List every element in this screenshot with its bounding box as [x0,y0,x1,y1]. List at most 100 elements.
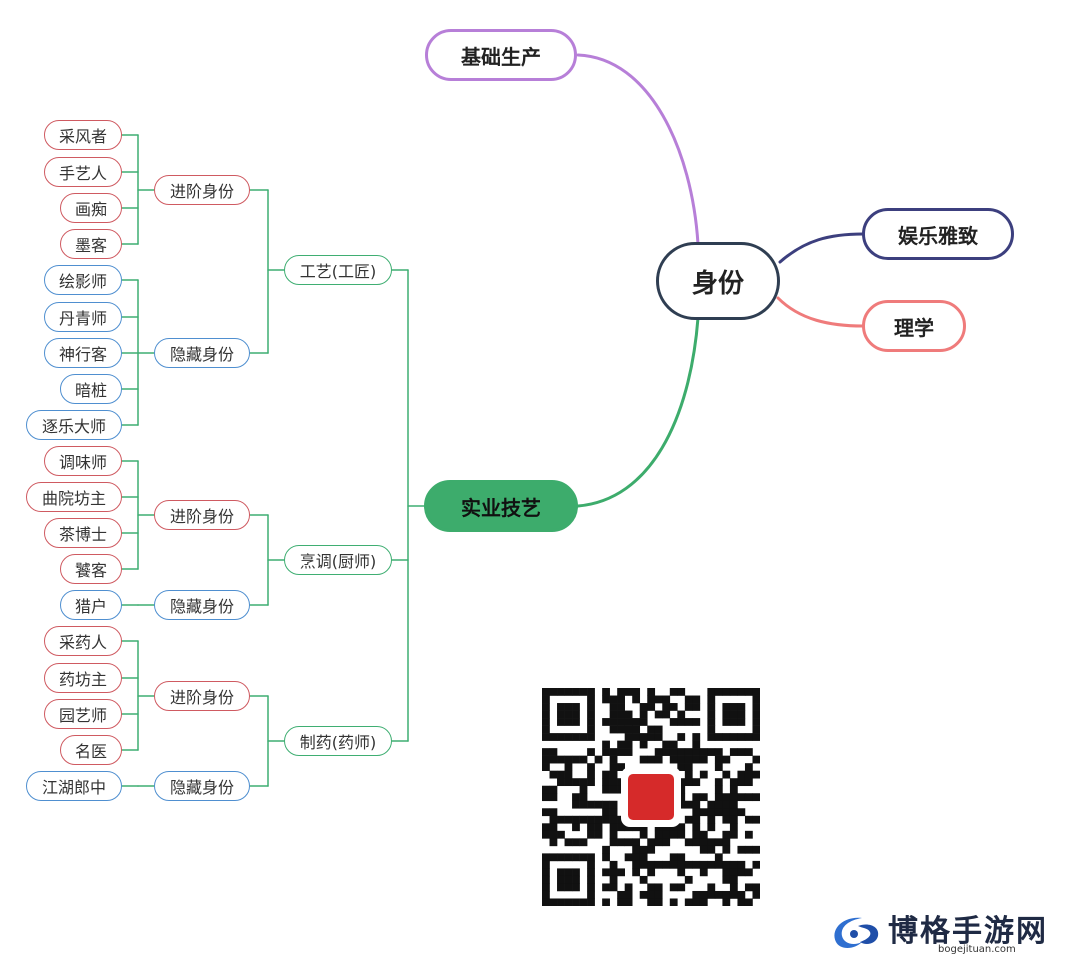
leaf-identity[interactable]: 逐乐大师 [26,410,122,440]
subgroup-craft-advanced[interactable]: 进阶身份 [154,175,250,205]
qr-module [587,710,595,719]
qr-module [557,868,565,877]
qr-module [729,860,738,869]
qr-module [662,703,671,711]
subgroup-craft-hidden[interactable]: 隐藏身份 [154,338,250,368]
leaf-identity[interactable]: 茶博士 [44,518,122,548]
leaf-identity[interactable]: 采风者 [44,120,122,150]
qr-module [542,808,550,817]
qr-module [609,823,618,832]
category-craftsman[interactable]: 工艺(工匠) [284,255,392,285]
qr-module [609,718,618,726]
qr-module [669,898,678,906]
leaf-identity[interactable]: 绘影师 [44,265,122,295]
qr-module [722,800,731,809]
qr-module [714,890,723,899]
qr-module [699,868,708,877]
qr-module [617,740,625,749]
qr-module [572,755,580,764]
branch-industry-craft[interactable]: 实业技艺 [424,480,578,532]
leaf-identity[interactable]: 江湖郎中 [26,771,122,801]
qr-module [587,733,595,741]
qr-module [557,883,565,892]
qr-module [692,740,701,749]
qr-module [654,883,663,892]
qr-module [744,845,753,854]
qr-module [579,785,588,794]
qr-module [594,755,603,764]
leaf-identity[interactable]: 画痴 [60,193,122,223]
category-medicine[interactable]: 制药(药师) [284,726,392,756]
leaf-identity[interactable]: 丹青师 [44,302,122,332]
qr-module [684,703,693,711]
qr-module [654,695,663,704]
leaf-identity[interactable]: 猎户 [60,590,122,620]
branch-entertainment[interactable]: 娱乐雅致 [862,208,1014,260]
qr-module [542,853,550,862]
root-node-identity[interactable]: 身份 [656,242,780,320]
qr-module [632,823,641,832]
qr-module [722,845,731,854]
qr-module [572,800,580,809]
leaf-identity[interactable]: 神行客 [44,338,122,368]
qr-module [617,823,625,832]
qr-module [744,748,753,756]
leaf-identity[interactable]: 墨客 [60,229,122,259]
qr-module [677,748,686,756]
qr-module [654,748,663,756]
brand-watermark[interactable]: 博格手游网 bogejituan.com [828,906,1058,956]
qr-module [609,883,618,892]
qr-module [729,830,738,839]
qr-module [654,725,663,734]
connector-industry [576,316,700,508]
category-cooking[interactable]: 烹调(厨师) [284,545,392,575]
qr-module [654,860,663,869]
qr-module [549,755,558,764]
qr-module [722,830,731,839]
qr-module [647,703,656,711]
qr-module [557,875,565,884]
qr-module [729,733,738,741]
branch-science[interactable]: 理学 [862,300,966,352]
qr-module [542,733,550,741]
qr-module [587,800,595,809]
leaf-identity[interactable]: 手艺人 [44,157,122,187]
leaf-identity[interactable]: 饕客 [60,554,122,584]
subgroup-med-hidden[interactable]: 隐藏身份 [154,771,250,801]
qr-module [714,763,723,771]
qr-module [744,830,753,839]
qr-module [557,815,565,824]
qr-module [684,763,693,771]
leaf-identity[interactable]: 暗桩 [60,374,122,404]
subgroup-cook-hidden[interactable]: 隐藏身份 [154,590,250,620]
qr-module [714,733,723,741]
branch-basic-production[interactable]: 基础生产 [425,29,577,81]
leaf-identity[interactable]: 调味师 [44,446,122,476]
leaf-identity[interactable]: 园艺师 [44,699,122,729]
subgroup-cook-advanced[interactable]: 进阶身份 [154,500,250,530]
qr-module [602,883,610,892]
qr-module [737,770,746,779]
qr-module [639,740,648,749]
qr-module [542,748,550,756]
qr-module [587,868,595,877]
qr-module [564,755,573,764]
leaf-identity[interactable]: 名医 [60,735,122,765]
qr-module [662,838,671,847]
qr-module [677,718,686,726]
qr-module [722,898,731,906]
qr-module [564,710,573,719]
qr-module [752,755,760,764]
qr-module [542,875,550,884]
qr-module [639,755,648,764]
leaf-identity[interactable]: 药坊主 [44,663,122,693]
qr-module [542,785,550,794]
qr-module [722,710,731,719]
qr-module [707,710,716,719]
subgroup-med-advanced[interactable]: 进阶身份 [154,681,250,711]
qr-module [587,815,595,824]
leaf-identity[interactable]: 曲院坊主 [26,482,122,512]
leaf-identity[interactable]: 采药人 [44,626,122,656]
qr-module [684,718,693,726]
qr-module [714,800,723,809]
